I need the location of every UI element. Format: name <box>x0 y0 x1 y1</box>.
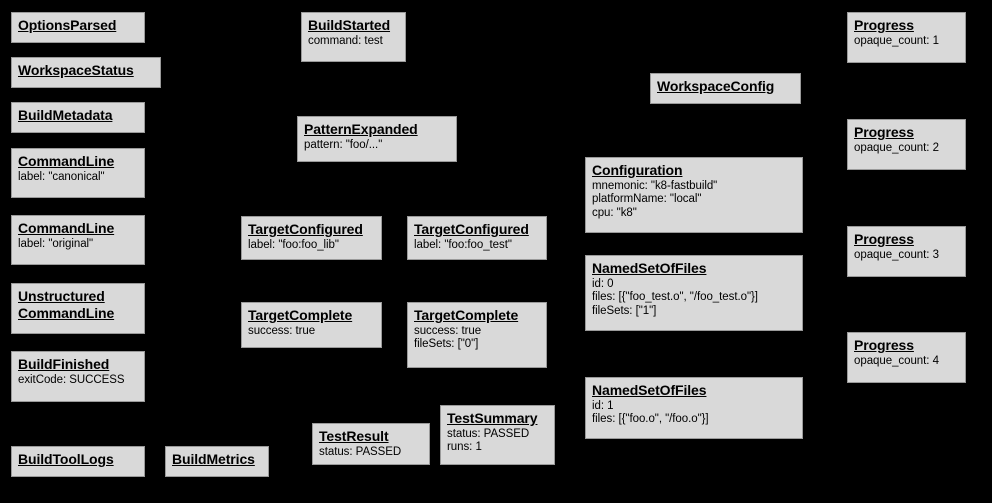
node-title: NamedSetOfFiles <box>592 382 707 398</box>
node-title: OptionsParsed <box>18 17 117 33</box>
node-fields: label: "foo:foo_test" <box>414 239 540 253</box>
node-fields: pattern: "foo/..." <box>304 139 450 153</box>
node-field: pattern: "foo/..." <box>304 138 383 151</box>
node-title: CommandLine <box>18 220 115 236</box>
node-title: BuildStarted <box>308 17 391 33</box>
node-field: label: "foo:foo_lib" <box>248 238 339 251</box>
node-field: files: [{"foo_test.o", "/foo_test.o"}] <box>592 291 758 304</box>
node-title: BuildMetadata <box>18 107 113 123</box>
node-field: label: "foo:foo_test" <box>414 238 512 251</box>
node-field: opaque_count: 3 <box>854 248 939 261</box>
node-fields: label: "foo:foo_lib" <box>248 239 375 253</box>
node-field: command: test <box>308 34 383 47</box>
node-field: success: true <box>414 324 482 337</box>
node-fields: opaque_count: 1 <box>854 35 959 49</box>
node-fields: opaque_count: 4 <box>854 355 959 369</box>
node-title: TestSummary <box>447 410 538 426</box>
node-field: opaque_count: 2 <box>854 141 939 154</box>
node-title: CommandLine <box>18 153 115 169</box>
node-fields: exitCode: SUCCESS <box>18 374 138 388</box>
node-field: label: "original" <box>18 237 94 250</box>
node-workspace-config[interactable]: WorkspaceConfig <box>650 73 801 104</box>
node-title: BuildMetrics <box>172 451 255 467</box>
node-field: runs: 1 <box>447 441 482 454</box>
node-fields: command: test <box>308 35 399 49</box>
node-options-parsed[interactable]: OptionsParsed <box>11 12 145 43</box>
node-fields: status: PASSED <box>319 446 423 460</box>
node-field: status: PASSED <box>447 427 530 440</box>
node-title: WorkspaceStatus <box>18 62 134 78</box>
node-title: Progress <box>854 17 914 33</box>
node-title: Progress <box>854 231 914 247</box>
node-fields: label: "canonical" <box>18 171 138 185</box>
node-field: files: [{"foo.o", "/foo.o"}] <box>592 413 709 426</box>
node-title: TestResult <box>319 428 389 444</box>
node-fields: mnemonic: "k8-fastbuild"platformName: "l… <box>592 180 796 221</box>
node-title: TargetComplete <box>414 307 519 323</box>
node-unstructured-command-line[interactable]: Unstructured CommandLine <box>11 283 145 334</box>
node-field: id: 1 <box>592 399 614 412</box>
node-field: fileSets: ["1"] <box>592 304 657 317</box>
node-title: Progress <box>854 337 914 353</box>
node-fields: opaque_count: 3 <box>854 249 959 263</box>
node-title: TargetConfigured <box>248 221 363 237</box>
node-title: Unstructured CommandLine <box>18 288 115 321</box>
node-field: opaque_count: 1 <box>854 34 939 47</box>
node-fields: success: true <box>248 325 375 339</box>
node-title: TargetComplete <box>248 307 353 323</box>
node-build-metrics[interactable]: BuildMetrics <box>165 446 269 477</box>
node-field: id: 0 <box>592 277 614 290</box>
node-title: WorkspaceConfig <box>657 78 775 94</box>
node-build-metadata[interactable]: BuildMetadata <box>11 102 145 133</box>
node-field: fileSets: ["0"] <box>414 338 479 351</box>
node-title: Configuration <box>592 162 683 178</box>
node-workspace-status[interactable]: WorkspaceStatus <box>11 57 161 88</box>
node-build-tool-logs[interactable]: BuildToolLogs <box>11 446 145 477</box>
node-field: status: PASSED <box>319 445 402 458</box>
node-fields: opaque_count: 2 <box>854 142 959 156</box>
node-field: label: "canonical" <box>18 170 105 183</box>
node-field: opaque_count: 4 <box>854 354 939 367</box>
node-field: cpu: "k8" <box>592 206 637 219</box>
node-field: platformName: "local" <box>592 193 702 206</box>
node-field: exitCode: SUCCESS <box>18 373 125 386</box>
node-field: success: true <box>248 324 316 337</box>
node-title: PatternExpanded <box>304 121 418 137</box>
node-fields: label: "original" <box>18 238 138 252</box>
node-field: mnemonic: "k8-fastbuild" <box>592 179 718 192</box>
node-title: BuildToolLogs <box>18 451 114 467</box>
node-title: BuildFinished <box>18 356 110 372</box>
node-title: TargetConfigured <box>414 221 529 237</box>
node-title: NamedSetOfFiles <box>592 260 707 276</box>
node-title: Progress <box>854 124 914 140</box>
